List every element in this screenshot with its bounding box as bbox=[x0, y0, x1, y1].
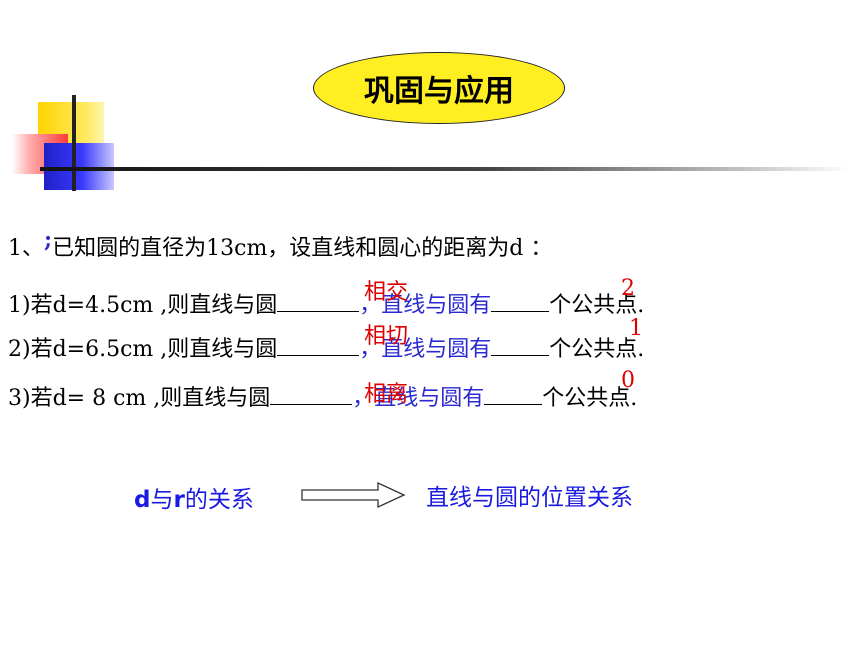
answer-count-3: 0 bbox=[621, 368, 635, 393]
intro-text: 已知圆的直径为13cm，设直线和圆心的距离为d ： bbox=[52, 236, 553, 261]
decor-vertical-line bbox=[72, 95, 76, 191]
item-prefix: 1)若d=4.5cm ,则直线与圆 bbox=[8, 293, 278, 318]
intro-line: 1、;已知圆的直径为13cm，设直线和圆心的距离为d ： bbox=[8, 227, 553, 262]
relation-r: r bbox=[173, 487, 185, 513]
item-middle: ，直线与圆有 bbox=[359, 293, 492, 318]
item-suffix: 个公共点. bbox=[549, 293, 645, 318]
intro-prefix: 1、 bbox=[8, 236, 44, 261]
answer-count-1: 2 bbox=[621, 276, 635, 301]
answer-relation-2: 相切 bbox=[364, 324, 409, 349]
item-suffix: 个公共点. bbox=[549, 337, 645, 362]
relation-rest: 的关系 bbox=[184, 487, 254, 513]
answer-relation-1: 相交 bbox=[364, 280, 409, 305]
answer-count-2: 1 bbox=[629, 316, 643, 341]
relation-yu: 与 bbox=[150, 487, 174, 513]
question-item-2: 2)若d=6.5cm ,则直线与圆 ，直线与圆有 个公共点. bbox=[8, 331, 644, 363]
item-suffix: 个公共点. bbox=[542, 386, 638, 411]
relation-blank bbox=[277, 293, 360, 312]
count-blank bbox=[484, 386, 543, 405]
right-arrow-icon bbox=[301, 481, 406, 509]
decor-horizontal-rule bbox=[40, 167, 850, 171]
relation-right-label: 直线与圆的位置关系 bbox=[426, 485, 633, 511]
count-blank bbox=[491, 337, 550, 356]
relation-blank bbox=[277, 337, 360, 356]
intro-mark: ; bbox=[44, 227, 53, 253]
decor-blue-square bbox=[44, 143, 114, 190]
item-middle: ，直线与圆有 bbox=[352, 386, 485, 411]
relation-blank bbox=[270, 386, 353, 405]
answer-relation-3: 相离 bbox=[364, 382, 409, 407]
question-item-3: 3)若d= 8 cm ,则直线与圆 ，直线与圆有 个公共点. bbox=[8, 380, 637, 412]
relation-left-label: d与r的关系 bbox=[134, 480, 254, 514]
page-title: 巩固与应用 bbox=[364, 74, 514, 109]
item-prefix: 3)若d= 8 cm ,则直线与圆 bbox=[8, 386, 271, 411]
count-blank bbox=[491, 293, 550, 312]
item-middle: ，直线与圆有 bbox=[359, 337, 492, 362]
title-oval: 巩固与应用 bbox=[313, 52, 565, 124]
relation-d: d bbox=[134, 487, 151, 513]
item-prefix: 2)若d=6.5cm ,则直线与圆 bbox=[8, 337, 278, 362]
question-item-1: 1)若d=4.5cm ,则直线与圆 ，直线与圆有 个公共点. bbox=[8, 287, 644, 319]
